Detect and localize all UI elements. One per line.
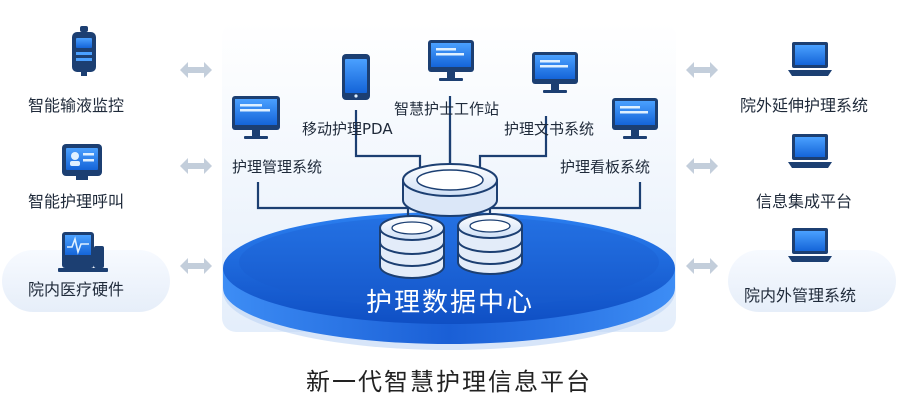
- double-arrow-icon: [180, 62, 212, 78]
- nurse-call-icon: [62, 144, 102, 180]
- mobile-pda-icon: [342, 54, 370, 100]
- right-item-label: 院内外管理系统: [744, 286, 857, 305]
- double-arrow-icon: [686, 158, 718, 174]
- double-arrow-icon: [686, 62, 718, 78]
- database-cylinder-top: [402, 163, 498, 217]
- arrows-right: [686, 62, 718, 274]
- nursing-mgmt-label: 护理管理系统: [232, 158, 323, 176]
- arrows-left: [180, 62, 212, 274]
- medical-hardware-icon: [58, 232, 108, 272]
- data-center-platform: [223, 212, 675, 350]
- laptop-icon: [788, 134, 832, 168]
- right-bottom-panel: [728, 250, 896, 312]
- database-stack-right: [457, 213, 523, 275]
- nursing-docs-label: 护理文书系统: [504, 120, 595, 138]
- double-arrow-icon: [180, 258, 212, 274]
- left-bottom-panel: [2, 250, 170, 312]
- right-item-label: 信息集成平台: [756, 192, 853, 211]
- left-item-label: 智能护理呼叫: [28, 192, 125, 211]
- left-item-label: 智能输液监控: [28, 96, 125, 115]
- laptop-icon: [788, 228, 832, 262]
- monitor-icon: [232, 96, 280, 139]
- nursing-board-label: 护理看板系统: [560, 158, 651, 176]
- docs-monitor-icon: [532, 52, 578, 93]
- board-monitor-icon: [612, 98, 658, 139]
- double-arrow-icon: [686, 258, 718, 274]
- double-arrow-icon: [180, 158, 212, 174]
- infusion-monitor-icon: [72, 26, 96, 76]
- smart-station-label: 智慧护士工作站: [394, 100, 500, 118]
- mobile-pda-label: 移动护理PDA: [302, 120, 393, 138]
- database-stack-left: [379, 215, 445, 279]
- data-center-title: 护理数据中心: [365, 288, 534, 318]
- platform-title: 新一代智慧护理信息平台: [306, 368, 592, 396]
- left-item-label: 院内医疗硬件: [28, 280, 125, 299]
- right-item-label: 院外延伸护理系统: [740, 96, 869, 115]
- workstation-monitor-icon: [428, 40, 474, 81]
- laptop-icon: [788, 42, 832, 76]
